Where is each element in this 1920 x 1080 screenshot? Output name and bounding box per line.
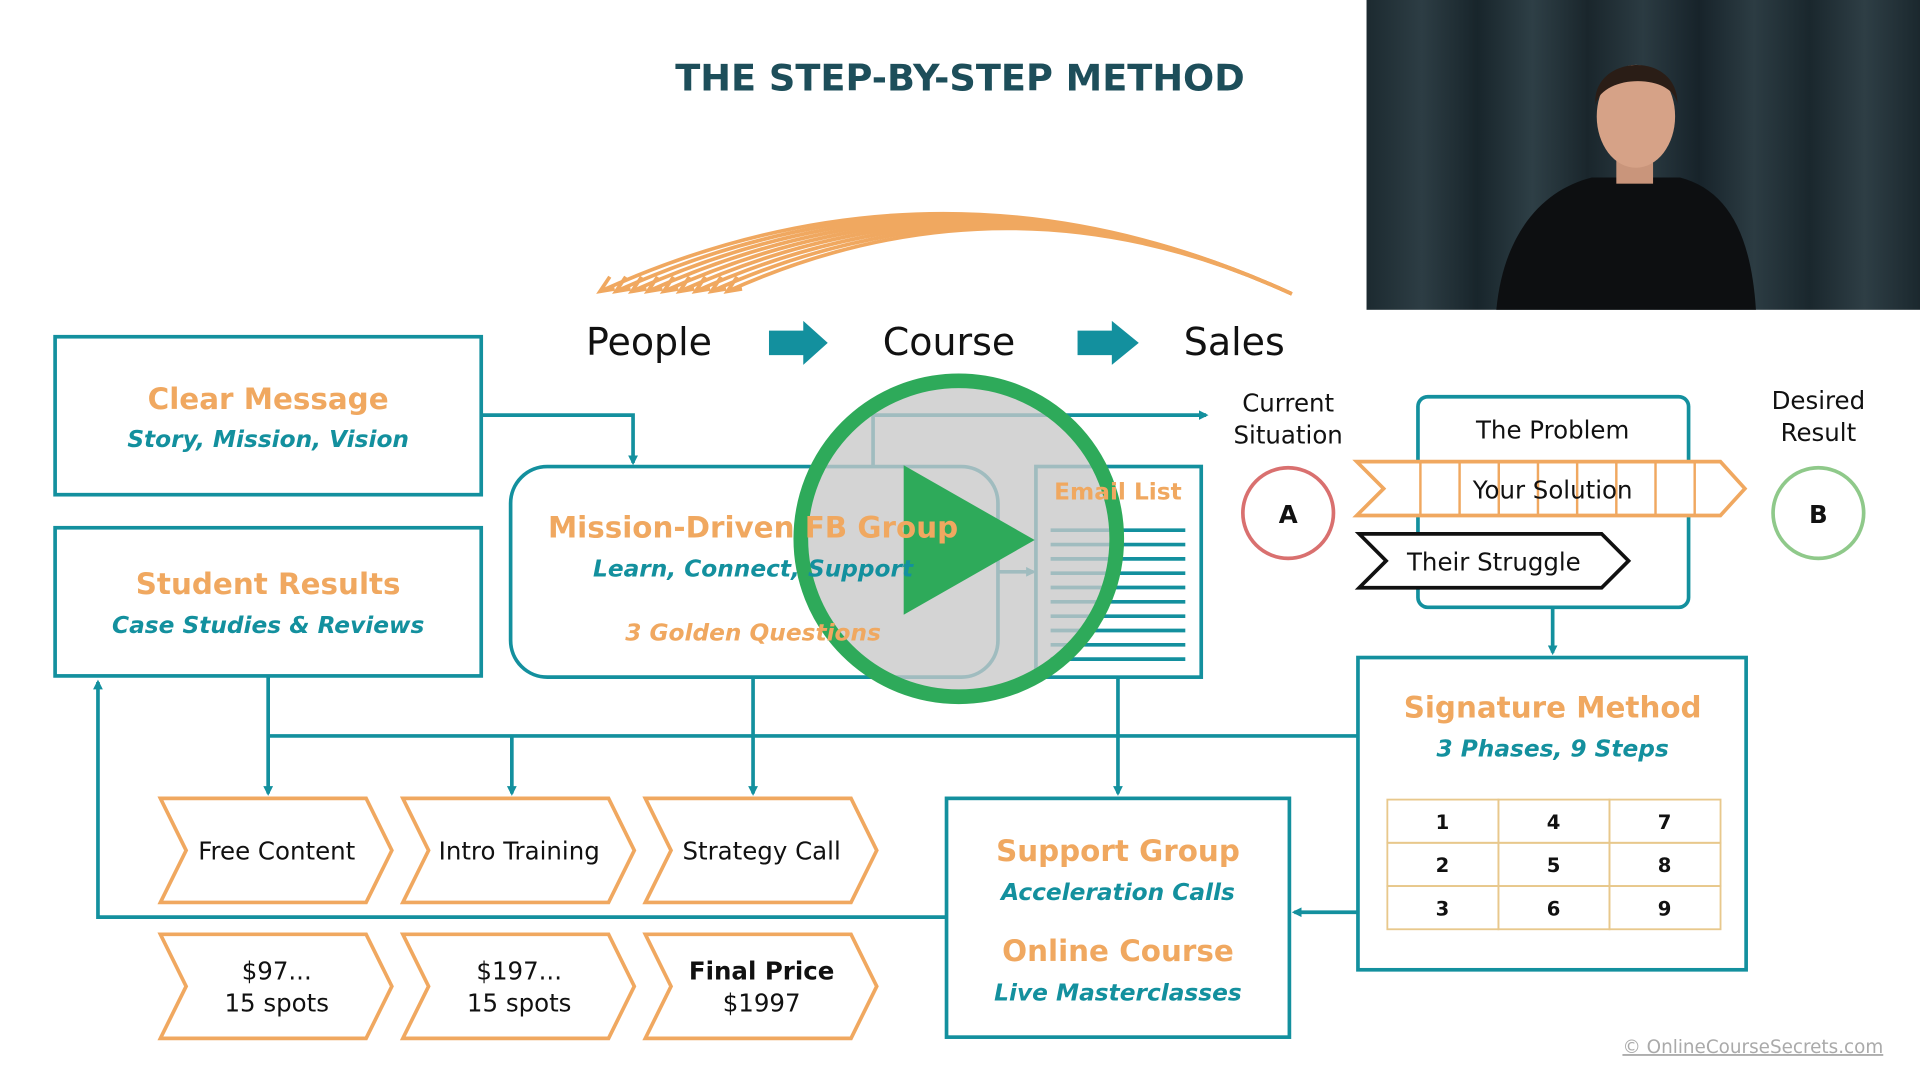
- grid-step: 1: [1436, 811, 1450, 834]
- price-chevron: [157, 932, 394, 1041]
- arrowhead-icon: [691, 275, 711, 294]
- arrow-right-icon: [768, 320, 828, 365]
- signature-grid: 1 4 7 2 5 8 3 6 9: [1386, 798, 1722, 931]
- arrowhead-icon: [659, 275, 679, 294]
- desired-badge: B: [1809, 500, 1828, 529]
- signature-subtitle: 3 Phases, 9 Steps: [1436, 736, 1668, 763]
- support-box: Support Group Acceleration Calls Online …: [944, 796, 1292, 1039]
- desired-badge-circle: [1771, 465, 1866, 561]
- grid-step: 9: [1658, 897, 1672, 920]
- fb-group-subtitle: Learn, Connect, Support: [593, 556, 914, 583]
- offer-chevron[interactable]: [399, 796, 637, 905]
- arrow-right-icon: [1077, 320, 1139, 365]
- offer-price-line1: $97...: [242, 957, 312, 986]
- problem-box: The Problem Your Solution Their Struggle: [1352, 394, 1748, 610]
- clear-message-subtitle: Story, Mission, Vision: [127, 426, 409, 453]
- desired-line1: Desired: [1772, 386, 1866, 415]
- solution-label: Your Solution: [1472, 475, 1633, 504]
- desired-line2: Result: [1781, 418, 1857, 447]
- current-line2: Situation: [1234, 420, 1343, 449]
- grid-step: 6: [1547, 897, 1561, 920]
- clear-message-title: Clear Message: [148, 382, 389, 416]
- grid-step: 4: [1547, 811, 1561, 834]
- offer-price-line1: $197...: [476, 957, 562, 986]
- signature-title: Signature Method: [1404, 691, 1702, 725]
- offer-price-line2: 15 spots: [224, 988, 329, 1017]
- price-chevron: [399, 932, 637, 1041]
- overlay-safe-labels: Mission-Driven FB Group Learn, Connect, …: [548, 479, 1182, 647]
- clear-message-box: Clear Message Story, Mission, Vision: [53, 334, 484, 497]
- student-results-title: Student Results: [136, 567, 401, 601]
- problem-title: The Problem: [1475, 415, 1629, 444]
- current-badge-circle: [1241, 465, 1336, 561]
- arrowhead-icon: [596, 275, 615, 294]
- support-title: Support Group: [996, 834, 1240, 868]
- feedback-arcs: [596, 211, 1293, 296]
- arrowhead-icon: [612, 275, 631, 294]
- presenter-video[interactable]: [1366, 0, 1920, 310]
- flow-sales: Sales: [1184, 320, 1285, 364]
- grid-cell: [1608, 885, 1722, 931]
- student-results-box: Student Results Case Studies & Reviews: [53, 525, 484, 678]
- offer-label: Strategy Call: [682, 837, 840, 866]
- course-title: Online Course: [1002, 934, 1234, 968]
- support-subtitle: Acceleration Calls: [999, 879, 1235, 906]
- grid-step: 2: [1436, 854, 1450, 877]
- course-subtitle: Live Masterclasses: [994, 979, 1242, 1006]
- grid-step: 7: [1658, 811, 1672, 834]
- grid-step: 8: [1658, 854, 1672, 877]
- arrowhead-icon: [723, 275, 743, 294]
- offer-price-line1: Final Price: [689, 957, 834, 986]
- price-chevron: [642, 932, 879, 1041]
- offer-price-line2: $1997: [723, 988, 801, 1017]
- page-title: THE STEP-BY-STEP METHOD: [675, 57, 1245, 100]
- arrowhead-icon: [707, 275, 727, 294]
- flow-course: Course: [883, 320, 1015, 364]
- grid-step: 5: [1547, 854, 1561, 877]
- offer-label: Intro Training: [439, 837, 600, 866]
- fb-group-note: 3 Golden Questions: [625, 619, 881, 646]
- fb-group-title: Mission-Driven FB Group: [548, 511, 958, 545]
- arrowhead-icon: [675, 275, 695, 294]
- signature-method-box: Signature Method 3 Phases, 9 Steps 1 4 7 2 5…: [1356, 655, 1748, 972]
- arc: [726, 226, 1293, 296]
- arrowhead-icon: [643, 275, 663, 294]
- offer-label: Free Content: [198, 837, 355, 866]
- grid-step: 3: [1436, 897, 1450, 920]
- play-icon: [903, 465, 1035, 615]
- flow-people: People: [586, 320, 712, 364]
- student-results-subtitle: Case Studies & Reviews: [112, 612, 424, 639]
- offer-chevron[interactable]: [642, 796, 879, 905]
- copyright-link[interactable]: © OnlineCourseSecrets.com: [1622, 1037, 1883, 1058]
- current-line1: Current: [1242, 388, 1334, 417]
- current-badge: A: [1279, 500, 1298, 529]
- offer-price-line2: 15 spots: [467, 988, 572, 1017]
- struggle-label: Their Struggle: [1406, 548, 1581, 577]
- arrowhead-icon: [627, 275, 647, 294]
- offer-chevron[interactable]: [157, 796, 394, 905]
- email-list-title: Email List: [1054, 479, 1182, 506]
- play-button[interactable]: [793, 373, 1125, 705]
